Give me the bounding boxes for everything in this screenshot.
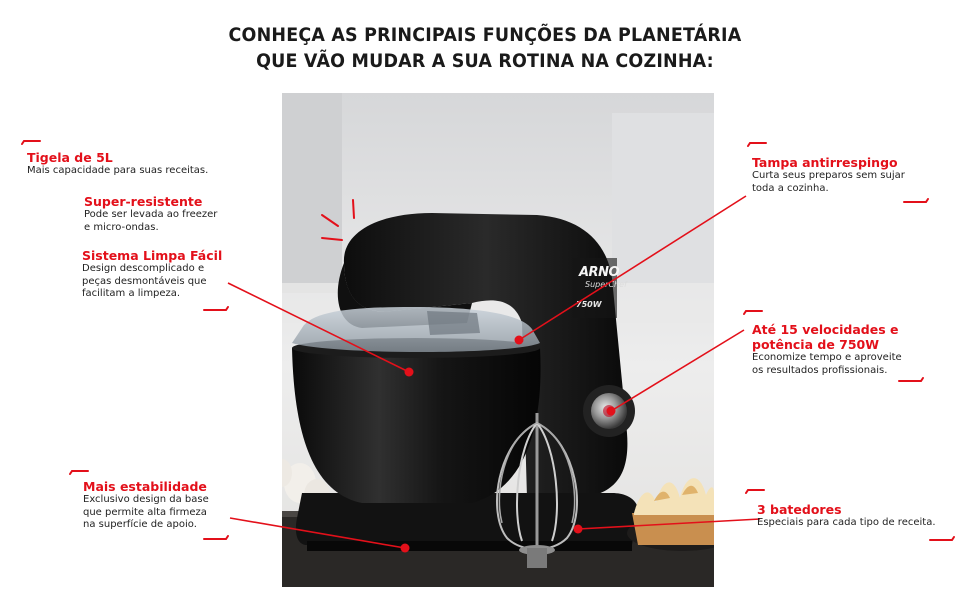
product-photo: ARNO SuperChef 750W [282, 93, 714, 587]
feature-tigela-title: Tigela de 5L [27, 150, 113, 165]
feature-tigela: Tigela de 5L Mais capacidade para suas r… [27, 150, 208, 178]
feature-estabilidade: Mais estabilidade Exclusivo design da ba… [83, 479, 209, 532]
bracket-estabilidade [69, 470, 89, 475]
headline-line-1: CONHEÇA AS PRINCIPAIS FUNÇÕES DA PLANETÁ… [228, 24, 742, 46]
bracket-velocidades-end [898, 377, 924, 382]
feature-super-resistente-desc: Pode ser levada ao freezer e micro-ondas… [84, 209, 218, 233]
product-model: SuperChef [585, 280, 627, 289]
feature-limpa-facil-desc: Design descomplicado e peças desmontávei… [82, 263, 207, 300]
feature-super-resistente-title: Super-resistente [84, 194, 203, 209]
product-power: 750W [576, 300, 602, 309]
feature-limpa-facil: Sistema Limpa Fácil Design descomplicado… [82, 248, 222, 301]
feature-velocidades-title: Até 15 velocidades e potência de 750W [752, 322, 899, 352]
feature-tampa: Tampa antirrespingo Curta seus preparos … [752, 155, 905, 195]
feature-tigela-desc: Mais capacidade para suas receitas. [27, 165, 209, 176]
bracket-tampa-end [903, 198, 929, 203]
feature-super-resistente: Super-resistente Pode ser levada ao free… [84, 194, 217, 234]
bracket-velocidades [743, 310, 763, 315]
headline: CONHEÇA AS PRINCIPAIS FUNÇÕES DA PLANETÁ… [39, 22, 931, 74]
feature-batedores: 3 batedores Especiais para cada tipo de … [757, 502, 936, 530]
feature-estabilidade-title: Mais estabilidade [83, 479, 207, 494]
feature-velocidades: Até 15 velocidades e potência de 750W Ec… [752, 322, 902, 377]
bracket-batedores [745, 489, 765, 494]
bracket-estabilidade-end [203, 535, 229, 540]
headline-line-2: QUE VÃO MUDAR A SUA ROTINA NA COZINHA: [256, 50, 714, 72]
feature-batedores-title: 3 batedores [757, 502, 842, 517]
feature-estabilidade-desc: Exclusivo design da base que permite alt… [83, 494, 209, 531]
bracket-tampa [747, 142, 767, 147]
bracket-tigela [21, 140, 41, 145]
feature-velocidades-desc: Economize tempo e aproveite os resultado… [752, 352, 902, 376]
feature-batedores-desc: Especiais para cada tipo de receita. [757, 517, 936, 528]
bracket-batedores-end [929, 536, 955, 541]
feature-tampa-title: Tampa antirrespingo [752, 155, 898, 170]
product-brand: ARNO [579, 265, 620, 280]
feature-tampa-desc: Curta seus preparos sem sujar toda a coz… [752, 170, 905, 194]
feature-limpa-facil-title: Sistema Limpa Fácil [82, 248, 223, 263]
bracket-limpa-facil [203, 306, 229, 311]
